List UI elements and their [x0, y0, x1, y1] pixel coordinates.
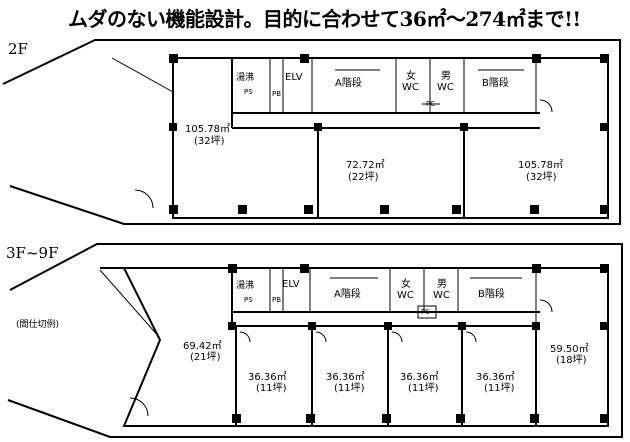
wc-male-2f: WC	[437, 82, 454, 93]
wc-male-3f: WC	[433, 290, 450, 301]
room-3f-1-tsubo: (21坪)	[190, 352, 221, 363]
room-3f-3-area: 36.36㎡	[326, 372, 365, 383]
room-3f-2-tsubo: (11坪)	[256, 383, 287, 394]
wc-female-2f: WC	[402, 82, 419, 93]
floor-label-3f-9f: 3F~9F	[6, 244, 59, 262]
room-3f-4-tsubo: (11坪)	[408, 383, 439, 394]
door-3f-2	[315, 331, 327, 343]
elv-3f: ELV	[282, 279, 300, 290]
room-3f-3-tsubo: (11坪)	[334, 383, 365, 394]
wc-female-sym-3f: 女	[401, 279, 411, 290]
pb-3f: PB	[272, 296, 282, 304]
plan-2f	[2, 39, 621, 225]
room-3f-1-area: 69.42㎡	[183, 341, 222, 352]
door-3f-4	[465, 331, 477, 343]
room-3f-5-tsubo: (11坪)	[484, 383, 515, 394]
door-3f-entry	[129, 397, 149, 417]
room-2f-3-tsubo: (32坪)	[526, 172, 557, 183]
room-2f-2-area: 72.72㎡	[346, 160, 385, 171]
yuto-3f: 湯沸	[236, 281, 255, 291]
door-2f-entry	[134, 189, 154, 209]
stairs-a-2f: A階段	[335, 78, 362, 89]
room-2f-1-tsubo: (32坪)	[194, 136, 225, 147]
stairs-a-3f: A階段	[334, 289, 361, 300]
ps2-3f: PS	[421, 308, 430, 316]
entrance-line-2f	[111, 57, 174, 93]
wc-male-sym-2f: 男	[441, 71, 451, 82]
room-3f-6-area: 59.50㎡	[550, 344, 589, 355]
elv-2f: ELV	[285, 72, 303, 83]
ps-3f: PS	[244, 296, 253, 304]
ps-2f: PS	[244, 88, 253, 96]
balcony-line-3f	[99, 269, 161, 339]
room-3f-6-tsubo: (18坪)	[556, 355, 587, 366]
building-3f	[100, 267, 609, 427]
stairs-b-2f: B階段	[482, 78, 509, 89]
door-3f-5	[539, 299, 553, 313]
room-3f-4-area: 36.36㎡	[400, 372, 439, 383]
wc-female-3f: WC	[397, 290, 414, 301]
room-2f-1-area: 105.78㎡	[185, 124, 230, 135]
building-2f	[172, 57, 609, 219]
yuto-2f: 湯沸	[236, 73, 255, 83]
room-2f-2-tsubo: (22坪)	[348, 172, 379, 183]
door-2f-right	[539, 99, 553, 113]
room-2f-3-area: 105.78㎡	[518, 160, 563, 171]
outline-3f	[7, 243, 623, 438]
pc-2f: PC	[426, 100, 436, 108]
partition-example-note: (間仕切例)	[16, 320, 60, 330]
door-3f-3	[391, 331, 403, 343]
ps-box-3f	[417, 305, 437, 319]
room-3f-2-area: 36.36㎡	[248, 372, 287, 383]
room-3f-5-area: 36.36㎡	[476, 372, 515, 383]
wc-female-sym-2f: 女	[406, 71, 416, 82]
outline-2f	[2, 39, 621, 225]
plan-3f-9f	[7, 243, 623, 438]
door-3f-1	[239, 331, 251, 343]
floor-label-2f: 2F	[8, 40, 28, 58]
headline: ムダのない機能設計。目的に合わせて36㎡～274㎡まで!!	[68, 7, 581, 31]
pb-2f: PB	[272, 90, 282, 98]
stairs-b-3f: B階段	[478, 289, 505, 300]
wc-male-sym-3f: 男	[437, 279, 447, 290]
